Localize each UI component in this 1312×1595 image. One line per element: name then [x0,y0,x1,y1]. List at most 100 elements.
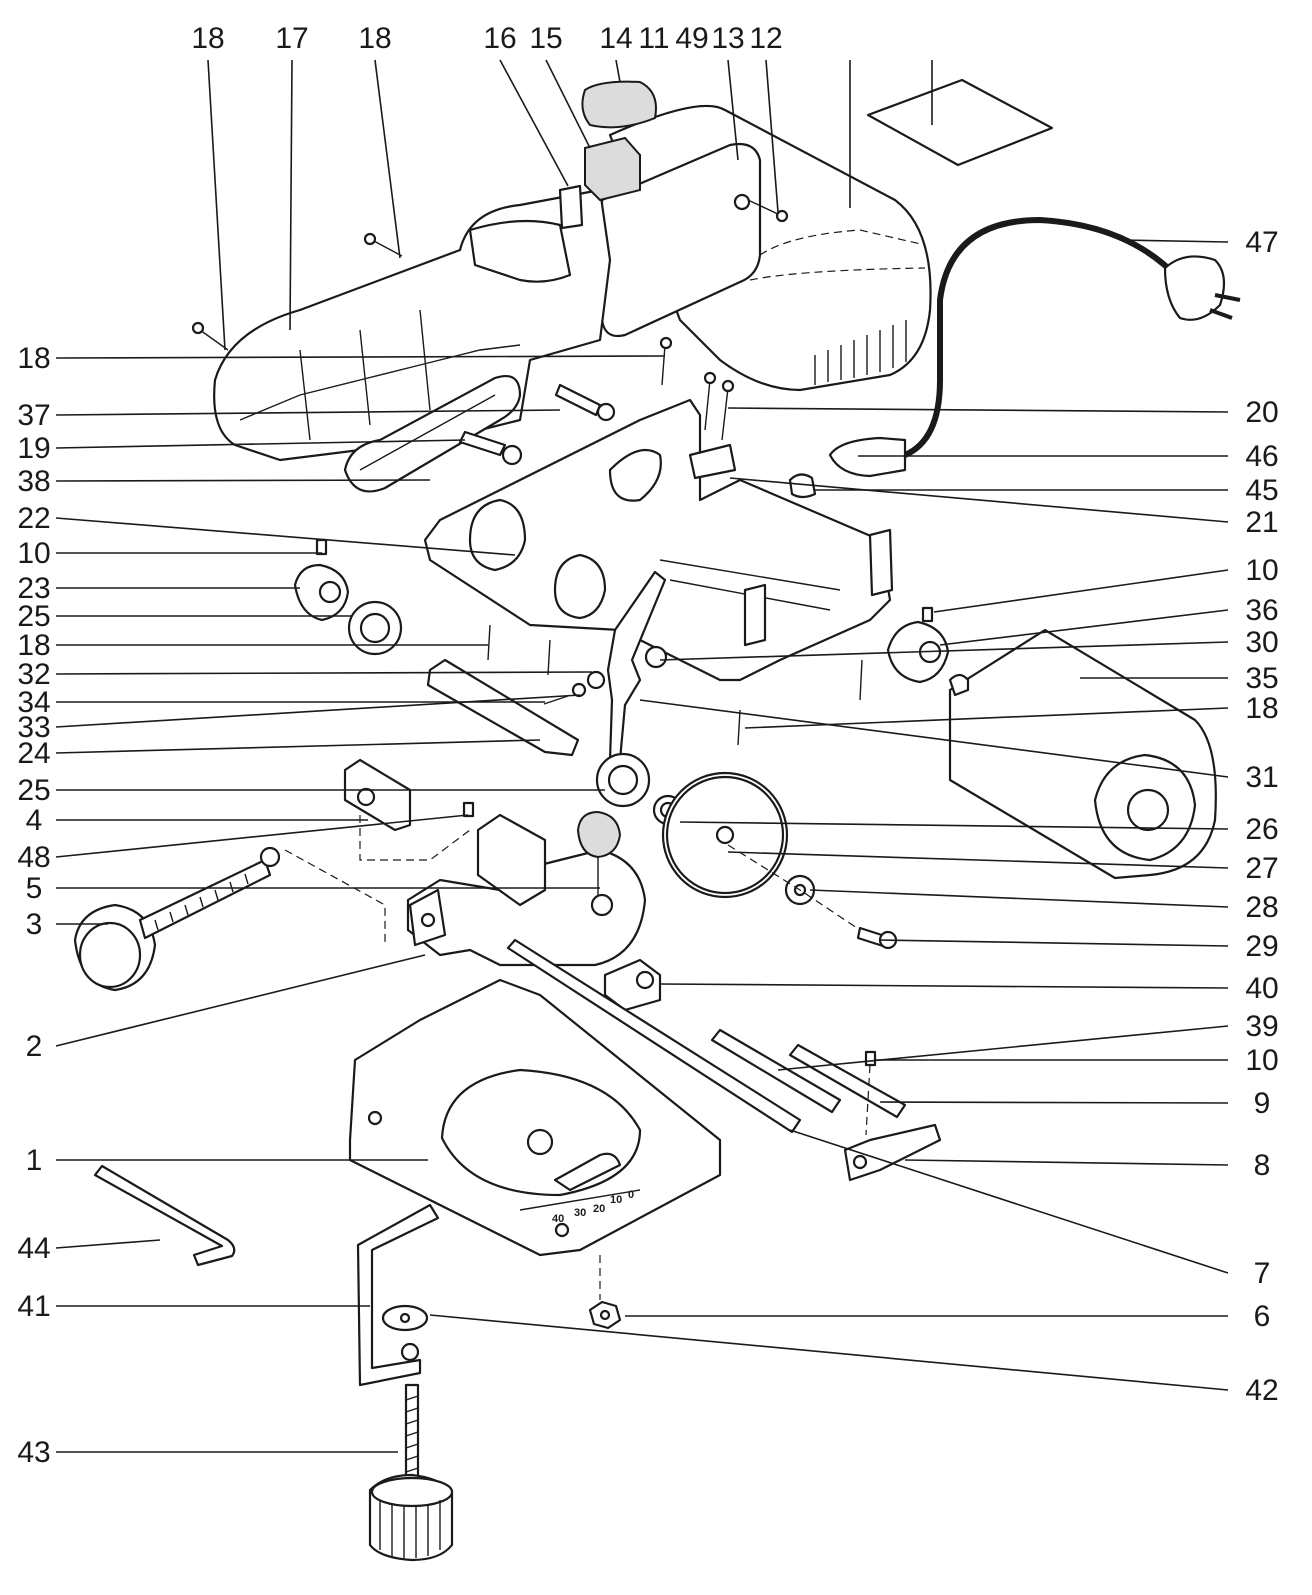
leader-top-t16 [499,59,569,187]
callout-top-t18b: 18 [358,22,391,55]
part-18-screw-mid-d [737,709,741,746]
part-43-clamp-bolt [368,1383,454,1562]
callout-left-l19: 19 [17,432,50,465]
callout-top-t18a: 18 [191,22,224,55]
part-13-screw-hole [733,193,751,211]
callout-right-r30: 30 [1245,626,1278,659]
part-10-set-screw-a [315,538,328,556]
leader-right-r31 [639,699,1229,778]
part-18-screw-mid-a [487,624,491,661]
leader-right-r20 [727,407,1229,413]
callout-left-l1: 1 [26,1144,43,1177]
part-15-switch [584,136,641,202]
part-37-bolt [554,383,602,417]
scale-mark-40: 40 [552,1213,564,1225]
part-12-screw [747,199,781,216]
leader-right-r10a [933,569,1229,613]
part-33-washer [571,682,587,698]
callout-left-l10: 10 [17,537,50,570]
leader-left-l32 [55,671,593,675]
part-3-adjusting-spindle [73,846,281,992]
callout-left-l5: 5 [26,872,43,905]
leader-right-r28 [809,889,1229,908]
callout-top-t49: 49 [675,22,708,55]
leader-left-l24 [55,739,541,754]
callout-left-l37: 37 [17,399,50,432]
part-47-power-cord [903,216,1241,458]
callout-left-l24: 24 [17,737,50,770]
callout-right-r26: 26 [1245,813,1278,846]
part-10-set-screw-c [864,1050,877,1067]
callout-left-l48: 48 [17,841,50,874]
leader-right-r30 [659,641,1229,661]
part-48-set-screw [462,801,475,818]
leader-right-r27 [727,851,1229,869]
leader-right-r36 [939,609,1229,646]
leader-right-r42 [429,1314,1229,1391]
part-20-screws [704,379,729,441]
part-8-end-block [843,1123,942,1182]
callout-left-l18b: 18 [17,629,50,662]
leader-right-r8 [904,1159,1229,1166]
leader-top-t17 [289,59,293,331]
callout-right-r36: 36 [1245,594,1278,627]
part-30-spring [644,645,668,669]
part-31-lever [606,570,667,762]
callout-right-r29: 29 [1245,930,1278,963]
callout-right-r42: 42 [1245,1374,1278,1407]
part-18-screw-mid-c [859,659,863,701]
callout-top-t13: 13 [711,22,744,55]
leader-left-l18a [55,355,666,359]
part-21-cable-clamp [688,443,737,480]
callout-left-l2: 2 [26,1030,43,1063]
callout-right-r10a: 10 [1245,554,1278,587]
callout-left-l25a: 25 [17,600,50,633]
callout-right-r10b: 10 [1245,1044,1278,1077]
parts-illustration: 40 30 20 10 0 [73,78,1241,1562]
part-18-screw-left [199,329,229,351]
leader-lines [55,59,1229,1453]
part-18-screw-mid-b [547,639,551,676]
part-5-pinion [576,810,622,859]
callout-left-l4: 4 [26,804,43,837]
part-19-shaft [458,430,507,457]
part-44-allen-key [93,1164,236,1267]
callout-right-r20: 20 [1245,396,1278,429]
part-41-clamp-bracket [356,1203,440,1387]
callout-left-l34: 34 [17,686,50,719]
callout-right-r40: 40 [1245,972,1278,1005]
callout-left-l44: 44 [17,1232,50,1265]
part-24-shaft [426,658,580,757]
leader-right-r9 [879,1101,1229,1104]
leader-left-l2 [55,954,426,1047]
part-39-rod [710,1028,842,1114]
leader-top-t18a [207,59,226,351]
callout-right-r18: 18 [1245,692,1278,725]
callout-left-l38: 38 [17,465,50,498]
part-1-base-plate [348,978,722,1257]
callout-left-l22: 22 [17,502,50,535]
callout-top-t14: 14 [599,22,632,55]
part-34-screw [543,695,569,705]
part-35-motor [948,628,1217,880]
scale-mark-0: 0 [628,1189,634,1201]
callout-top-t12: 12 [749,22,782,55]
scale-mark-20: 20 [593,1203,605,1215]
part-16-switch-pin [558,184,584,230]
part-14-switch-cap [581,80,657,129]
part-7-guide-rod [506,938,802,1134]
callout-right-r39: 39 [1245,1010,1278,1043]
leader-left-l22 [55,517,516,556]
part-32-washer [586,670,606,690]
part-9-rod [788,1043,907,1119]
callout-left-l23: 23 [17,572,50,605]
leader-left-l19 [55,439,466,449]
scale-mark-10: 10 [610,1194,622,1206]
part-10-set-screw-b [921,606,934,623]
callout-right-r45: 45 [1245,474,1278,507]
callout-left-l33: 33 [17,711,50,744]
callout-top-t17: 17 [275,22,308,55]
callout-top-t15: 15 [529,22,562,55]
